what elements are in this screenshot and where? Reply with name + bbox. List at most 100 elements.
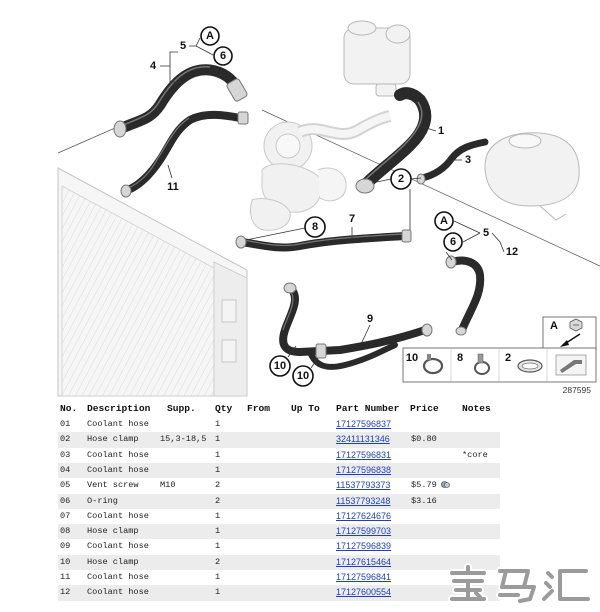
callout-11: 11 [167, 181, 179, 193]
reference-lines [57, 109, 600, 267]
arrow-icon [560, 333, 581, 347]
row-notes: *core [462, 449, 488, 460]
row-description: Hose clamp [87, 526, 139, 537]
svg-text:7: 7 [349, 213, 355, 225]
svg-text:9: 9 [367, 313, 373, 325]
callout-a-circle: A [200, 26, 220, 46]
row-description: Coolant hose [87, 541, 149, 552]
header-from: From [247, 403, 271, 414]
row-no: 03 [60, 449, 71, 460]
callout-7: 7 [349, 213, 355, 225]
header-no: No. [60, 403, 78, 414]
row-part-number: 17127596841 [336, 570, 391, 585]
svg-text:1: 1 [438, 125, 444, 137]
svg-text:6: 6 [450, 236, 456, 248]
expansion-tank-upper [343, 20, 411, 97]
header-notes: Notes [462, 403, 491, 414]
row-qty: 1 [215, 526, 221, 537]
parts-diagram: 4 5 A 6 1 2 3 11 7 8 A 5 6 12 9 10 10 A … [57, 20, 600, 397]
row-supp: M10 [160, 480, 176, 491]
coolant-hose-9 [279, 282, 433, 370]
parts-table: No. Description Supp. Qty From Up To Par… [58, 401, 500, 601]
row-description: Coolant hose [87, 587, 149, 598]
part-number-link[interactable]: 32411131346 [336, 434, 390, 445]
callout-2-circle: 2 [390, 168, 412, 190]
row-price: $5.79 [411, 480, 437, 491]
part-number-link[interactable]: 17127624676 [336, 510, 392, 521]
svg-text:10: 10 [297, 370, 309, 382]
row-description: Coolant hose [87, 510, 149, 521]
part-number-link[interactable]: 11537793373 [336, 480, 391, 491]
row-no: 07 [60, 510, 71, 521]
coolant-hose-7 [235, 229, 412, 252]
spring-clamp-icon [422, 354, 444, 375]
legend-box-clamps: 10 8 2 [402, 347, 597, 383]
svg-text:2: 2 [398, 173, 404, 185]
svg-text:3: 3 [465, 154, 471, 166]
row-description: Coolant hose [87, 449, 149, 460]
radiator [57, 167, 248, 397]
clamp-tool-icon [555, 354, 587, 376]
row-qty: 1 [215, 419, 221, 429]
watermark-logo [448, 563, 592, 605]
row-price: $3.16 [411, 495, 437, 506]
coolant-hose-1 [355, 87, 432, 194]
part-number-link[interactable]: 17127600554 [336, 587, 392, 598]
part-number-link[interactable]: 17127596841 [336, 572, 392, 582]
row-no: 10 [60, 556, 71, 567]
row-qty: 1 [215, 541, 221, 552]
row-description: O-ring [87, 495, 118, 506]
row-description: Coolant hose [87, 464, 149, 475]
row-no: 04 [60, 464, 71, 475]
svg-text:2: 2 [505, 352, 511, 364]
row-description: Vent screw [87, 480, 139, 491]
svg-text:4: 4 [150, 60, 157, 72]
header-description: Description [87, 403, 151, 414]
row-qty: 2 [215, 495, 221, 506]
header-up-to: Up To [291, 403, 320, 414]
part-number-link[interactable]: 17127596838 [336, 464, 392, 475]
callout-4: 4 [150, 60, 157, 72]
band-clamp-icon [517, 359, 543, 373]
row-no: 11 [60, 572, 71, 582]
row-price-cell: $5.79 [411, 478, 450, 493]
price-note-icon[interactable] [440, 481, 450, 489]
row-no: 09 [60, 541, 71, 552]
svg-text:8: 8 [457, 352, 463, 364]
header-part-number: Part Number [336, 403, 400, 414]
header-supp: Supp. [167, 403, 196, 414]
part-number-link[interactable]: 17127596831 [336, 449, 392, 460]
callout-10-circle: 10 [269, 355, 291, 377]
part-number-link[interactable]: 17127615464 [336, 556, 392, 567]
table-row: 04 Coolant hose 1 17127596838 [58, 462, 500, 479]
callout-5-right: 5 [483, 227, 489, 239]
svg-text:8: 8 [312, 221, 318, 233]
part-number-link[interactable]: 11537793248 [336, 495, 391, 506]
callout-8-circle: 8 [304, 216, 326, 238]
row-description: Coolant hose [87, 419, 149, 429]
engine-components [250, 110, 392, 231]
svg-text:A: A [206, 30, 214, 42]
hose-clamp-icon [474, 353, 490, 375]
part-number-link[interactable]: 17127596837 [336, 419, 392, 429]
part-number-link[interactable]: 17127596839 [336, 541, 392, 552]
row-qty: 2 [215, 480, 221, 491]
row-price-cell: $3.16 [411, 494, 437, 509]
row-part-number: 32411131346 [336, 432, 390, 447]
svg-text:A: A [440, 215, 448, 227]
row-description: Coolant hose [87, 572, 149, 582]
row-qty: 1 [215, 464, 221, 475]
row-no: 12 [60, 587, 71, 598]
part-number-link[interactable]: 17127599703 [336, 526, 392, 537]
row-part-number: 17127596837 [336, 417, 391, 432]
row-part-number: 17127624676 [336, 509, 391, 524]
svg-text:11: 11 [167, 181, 179, 193]
vent-screw-icon [569, 318, 583, 332]
row-part-number: 17127599703 [336, 524, 391, 539]
